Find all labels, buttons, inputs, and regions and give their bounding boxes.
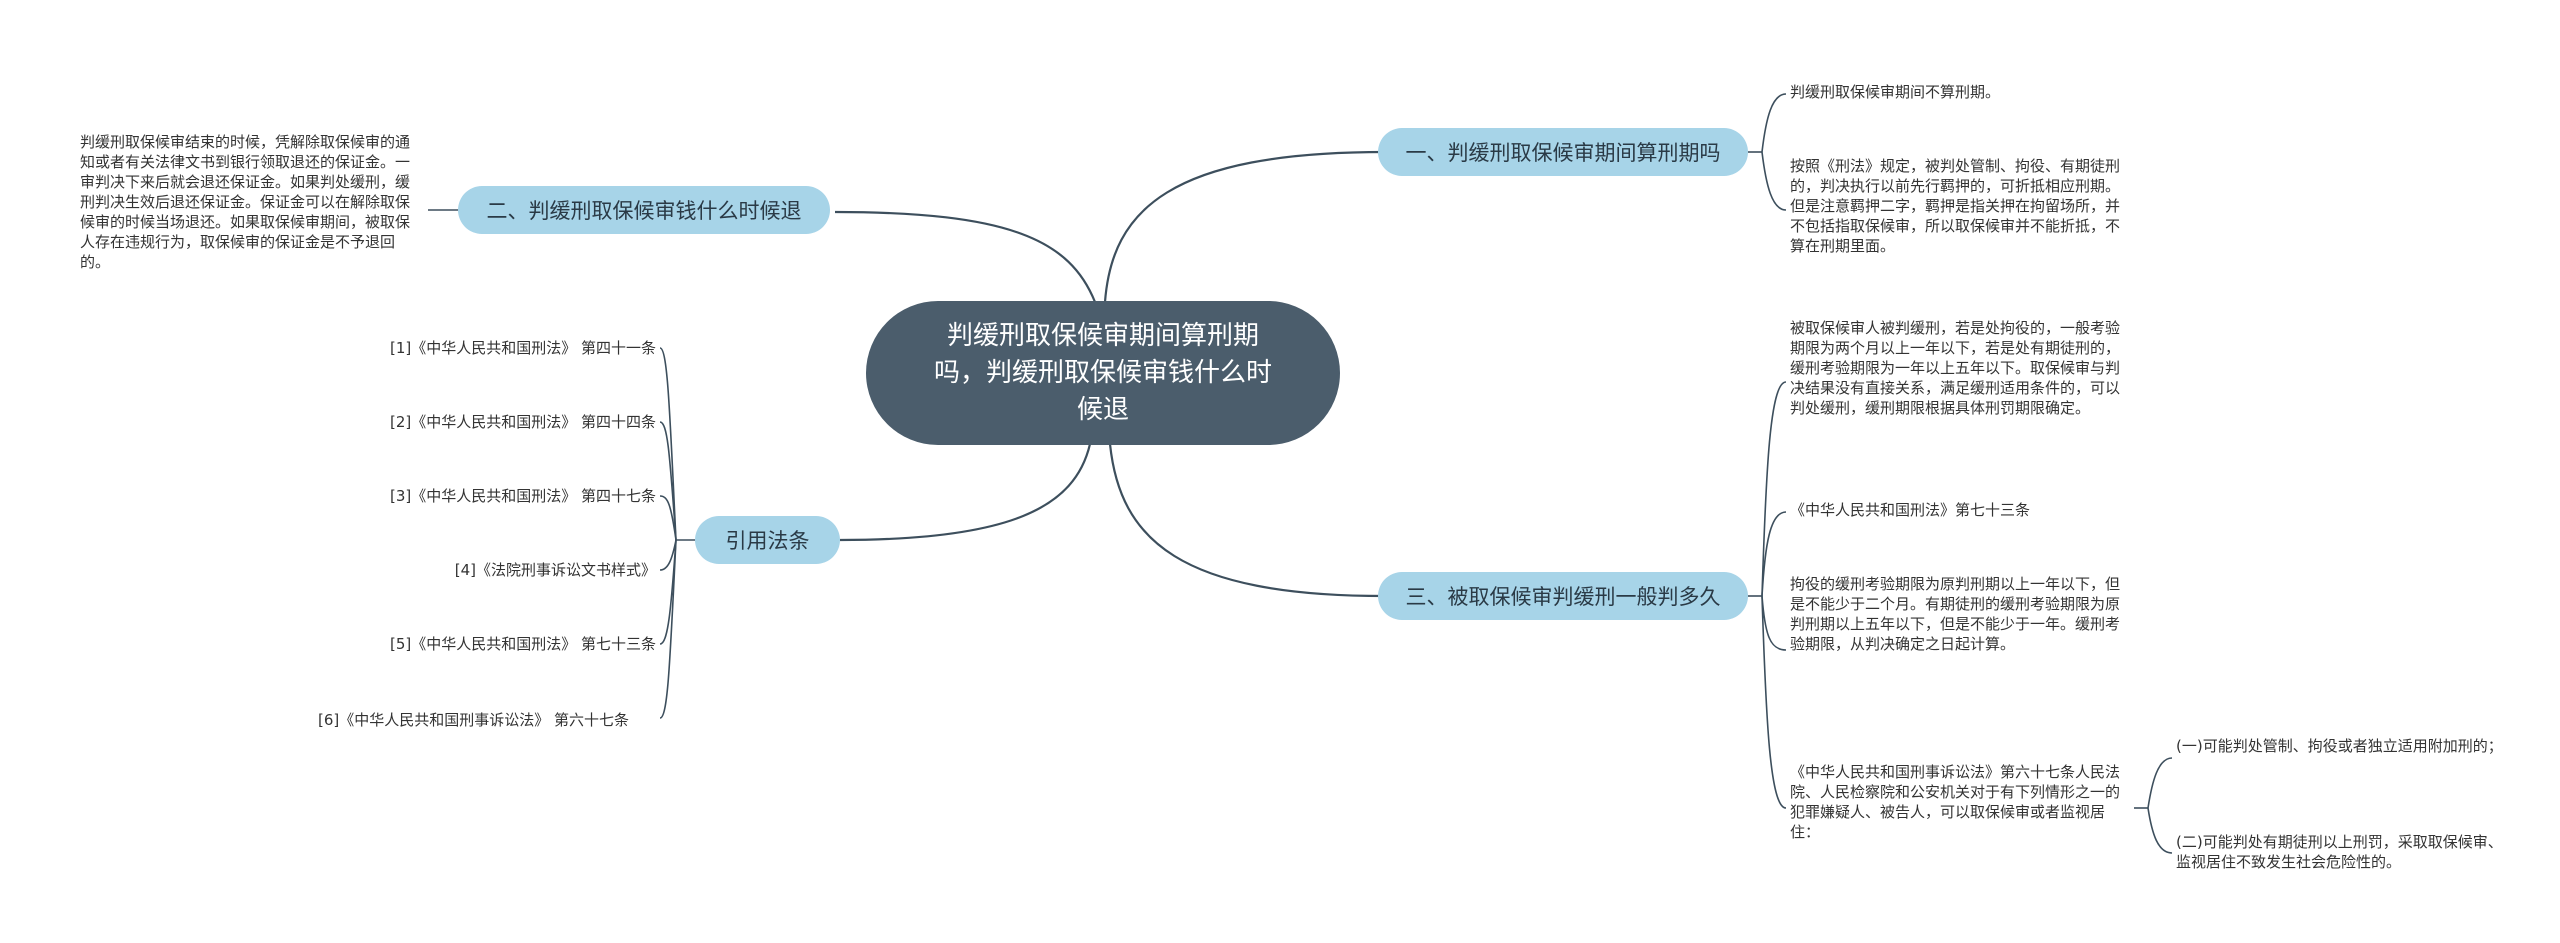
b4-leaf-3: [3]《中华人民共和国刑法》 第四十七条 xyxy=(389,487,656,505)
connector-root-b3 xyxy=(1108,443,1386,598)
branch-b2-label: 二、判缓刑取保候审钱什么时候退 xyxy=(486,199,802,223)
branch-b4[interactable]: 引用法条 xyxy=(695,516,840,564)
branch-b2[interactable]: 二、判缓刑取保候审钱什么时候退 xyxy=(458,186,830,234)
connector-root-b4 xyxy=(839,443,1092,542)
branch-b3-label: 三、被取保候审判缓刑一般判多久 xyxy=(1405,585,1721,609)
b1-leaf-2: 按照《刑法》规定，被判处管制、拘役、有期徒刑的，判决执行以前先行羁押的，可折抵相… xyxy=(1790,157,2121,255)
root-topic-label: 判缓刑取保候审期间算刑期吗，判缓刑取保候审钱什么时候退 xyxy=(933,320,1272,425)
connector-b3-leaf2 xyxy=(1761,511,1787,597)
connector-b3-sub1 xyxy=(2147,757,2173,809)
connector-b3-leaf3 xyxy=(1761,595,1787,651)
root-topic[interactable]: 判缓刑取保候审期间算刑期吗，判缓刑取保候审钱什么时候退 xyxy=(866,301,1340,445)
connector-b3-leaf1 xyxy=(1761,381,1787,597)
connector-b1-leaf2 xyxy=(1761,151,1787,211)
b4-leaf-1: [1]《中华人民共和国刑法》 第四十一条 xyxy=(389,339,656,357)
connector-root-b2 xyxy=(834,210,1097,303)
b1-leaf-1: 判缓刑取保候审期间不算刑期。 xyxy=(1790,83,2001,101)
branch-b1-label: 一、判缓刑取保候审期间算刑期吗 xyxy=(1405,141,1721,165)
b3-subleaf-2: (二)可能判处有期徒刑以上刑罚，采取取保候审、监视居住不致发生社会危险性的。 xyxy=(2176,833,2503,871)
b3-leaf-3: 拘役的缓刑考验期限为原判刑期以上一年以下，但是不能少于二个月。有期徒刑的缓刑考验… xyxy=(1790,575,2121,653)
connector-b4-leaf3 xyxy=(659,495,677,541)
connector-b4-leaf2 xyxy=(659,421,677,541)
b3-leaf-1: 被取保候审人被判缓刑，若是处拘役的，一般考验期限为两个月以上一年以下，若是处有期… xyxy=(1790,319,2121,417)
connector-b3-leaf4 xyxy=(1761,595,1787,809)
b4-leaf-2: [2]《中华人民共和国刑法》 第四十四条 xyxy=(389,413,656,431)
connector-b1-leaf1 xyxy=(1761,93,1787,153)
branch-b3[interactable]: 三、被取保候审判缓刑一般判多久 xyxy=(1378,572,1748,620)
b2-leaf-1: 判缓刑取保候审结束的时候，凭解除取保候审的通知或者有关法律文书到银行领取退还的保… xyxy=(80,133,411,271)
b3-subleaf-1: (一)可能判处管制、拘役或者独立适用附加刑的； xyxy=(2176,737,2503,755)
b4-leaf-4: [4]《法院刑事诉讼文书样式》 xyxy=(454,561,656,579)
b4-leaf-6: [6]《中华人民共和国刑事诉讼法》 第六十七条 xyxy=(318,711,630,729)
b3-leaf-4: 《中华人民共和国刑事诉讼法》第六十七条人民法院、人民检察院和公安机关对于有下列情… xyxy=(1790,763,2121,841)
b4-leaf-5: [5]《中华人民共和国刑法》 第七十三条 xyxy=(389,635,656,653)
branch-b1[interactable]: 一、判缓刑取保候审期间算刑期吗 xyxy=(1378,128,1748,176)
connector-b4-leaf1 xyxy=(659,347,677,541)
connector-b3-sub2 xyxy=(2147,807,2173,854)
b3-leaf-2: 《中华人民共和国刑法》第七十三条 xyxy=(1790,501,2031,519)
branch-b4-label: 引用法条 xyxy=(725,529,810,553)
connector-root-b1 xyxy=(1103,150,1386,303)
connector-b4-leaf6 xyxy=(659,539,677,719)
